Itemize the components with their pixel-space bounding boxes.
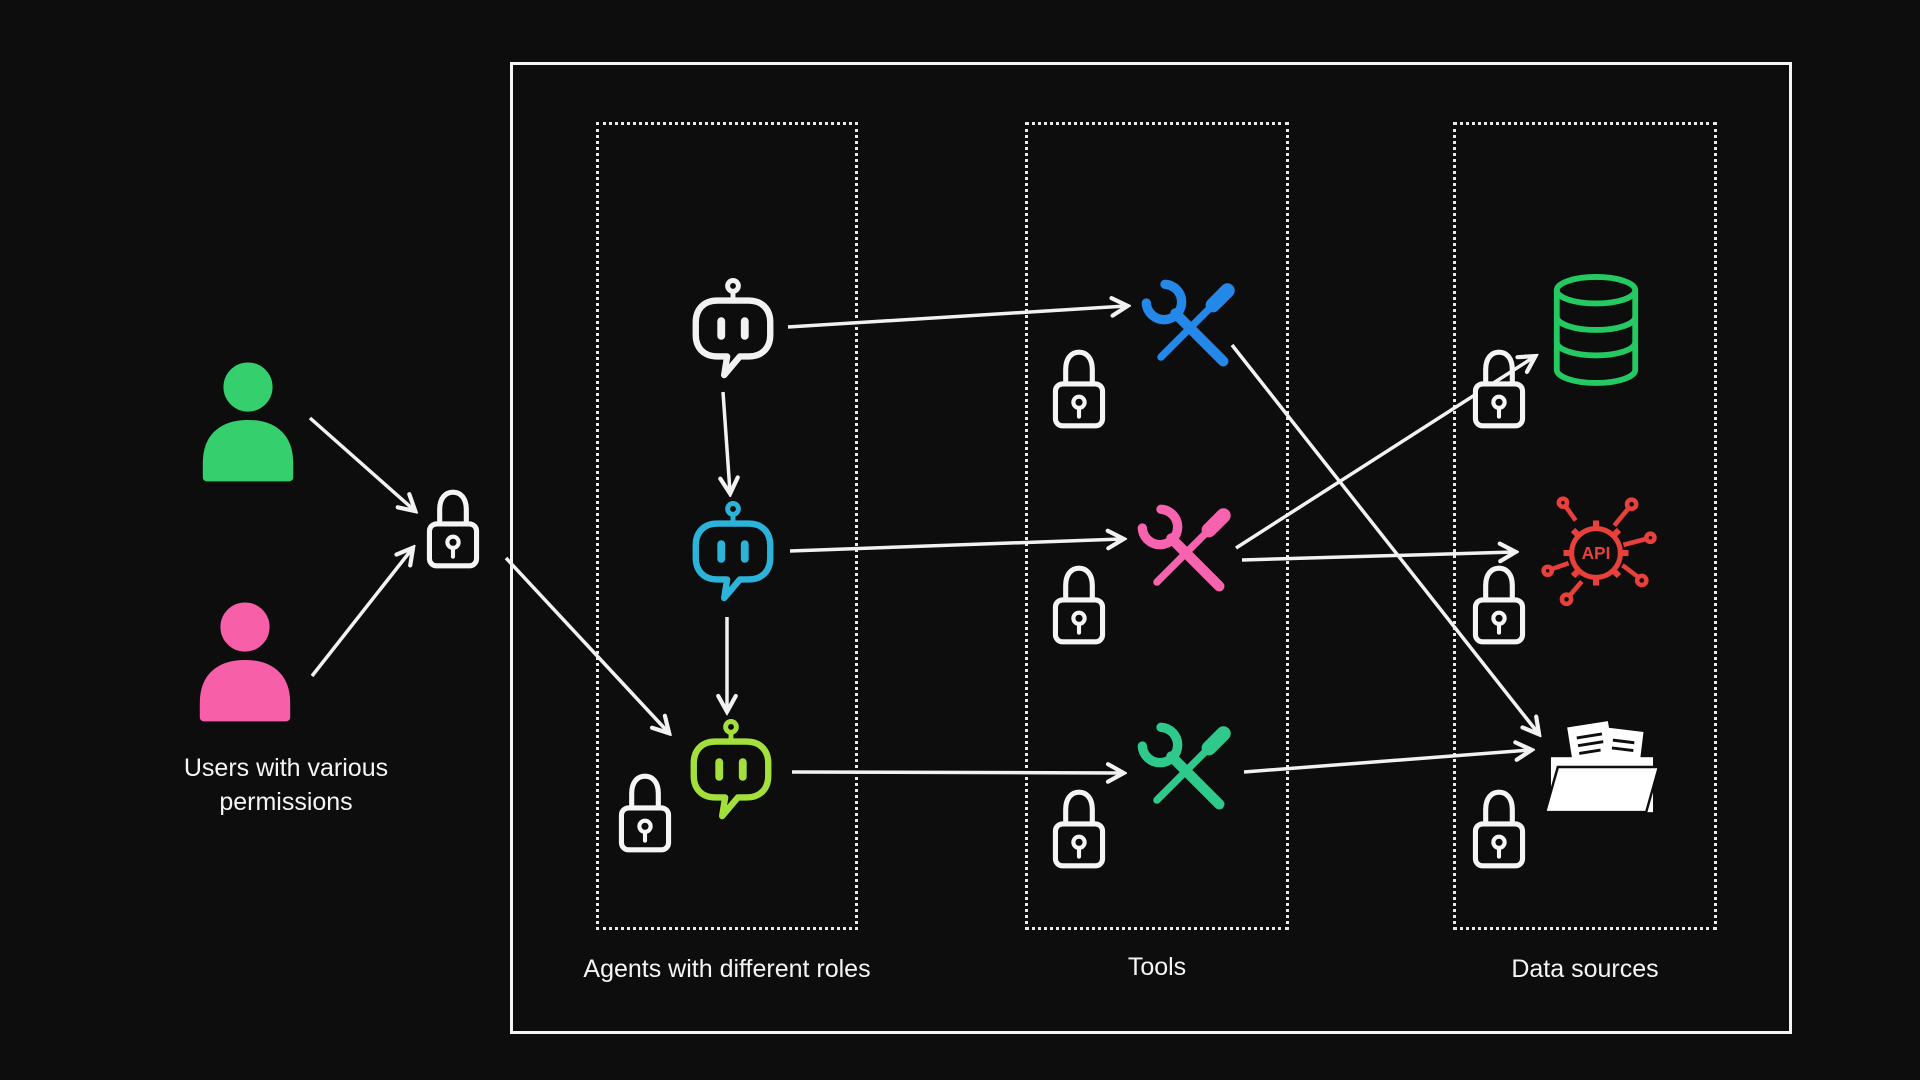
user-green-icon xyxy=(192,358,304,483)
arrow-user-green-to-lock xyxy=(308,416,414,510)
database-lock-icon xyxy=(1466,346,1532,432)
arrow-user-pink-to-lock xyxy=(310,549,412,678)
data-sources-column-label: Data sources xyxy=(1511,955,1659,983)
api-text: API xyxy=(1582,543,1611,563)
documents-lock-icon xyxy=(1466,786,1532,872)
users-label: Users with various permissions xyxy=(183,754,389,816)
folder-documents-icon xyxy=(1543,721,1661,814)
api-lock-icon xyxy=(1466,562,1532,648)
agent-robot-white-icon xyxy=(684,276,782,384)
folder-front xyxy=(1543,765,1661,814)
tool-blue-icon xyxy=(1138,276,1242,380)
tool-pink-icon xyxy=(1134,501,1238,605)
tool-green-icon xyxy=(1134,719,1238,823)
tool-blue-lock-icon xyxy=(1046,346,1112,432)
permissions-lock-icon xyxy=(420,486,486,572)
tools-column-label: Tools xyxy=(1127,953,1187,981)
agents-column-box xyxy=(596,122,858,930)
agent-robot-cyan-icon xyxy=(684,499,782,607)
tool-green-lock-icon xyxy=(1046,786,1112,872)
database-icon xyxy=(1553,274,1639,386)
tool-pink-lock-icon xyxy=(1046,562,1112,648)
api-gear-icon: API xyxy=(1541,496,1657,607)
agents-column-label: Agents with different roles xyxy=(583,955,871,983)
system-boundary-box xyxy=(510,62,1792,1034)
user-pink-icon xyxy=(189,598,301,723)
agent-lime-lock-icon xyxy=(612,770,678,856)
agent-robot-lime-icon xyxy=(682,717,780,825)
